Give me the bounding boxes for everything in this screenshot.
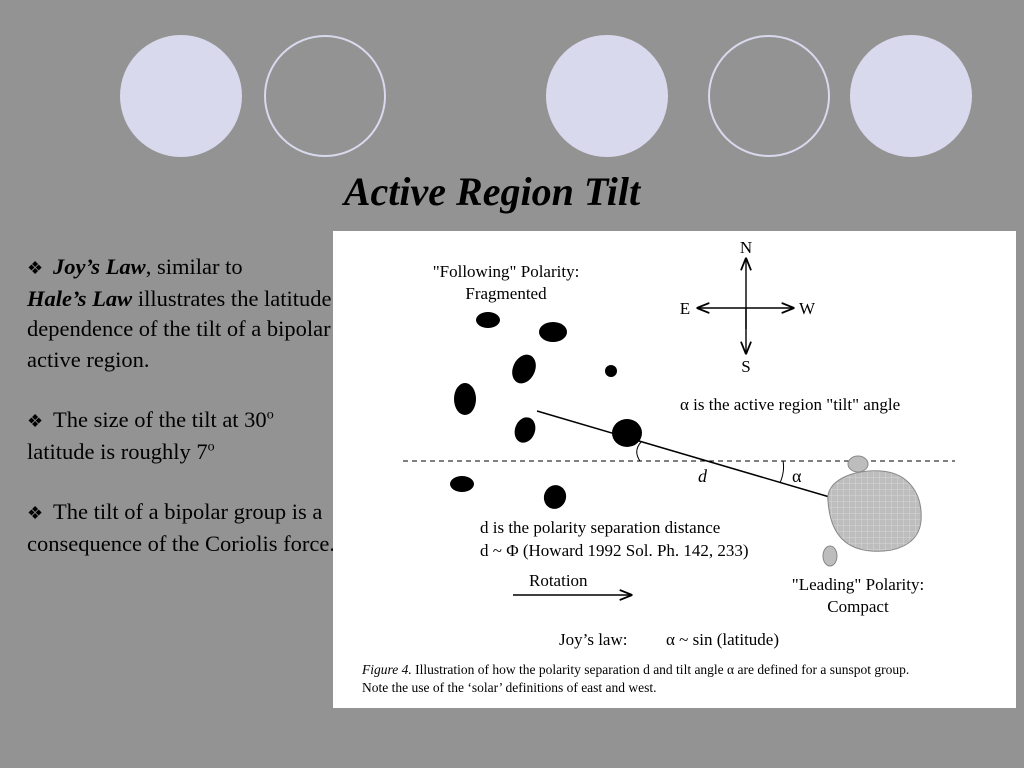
joys-law-formula: α ~ sin (latitude) <box>666 630 779 649</box>
bullet-coriolis: ❖The tilt of a bipolar group is a conseq… <box>27 497 335 559</box>
decor-circle-3 <box>546 35 668 157</box>
rotation-label: Rotation <box>529 571 588 590</box>
bullet-text: illustrates the latitude dependence of t… <box>27 285 332 372</box>
separation-symbol: d <box>698 466 708 486</box>
tilt-axis-line <box>536 410 834 499</box>
bullet-joys-law: ❖ Joy’s Law, similar to Hale’s Law illust… <box>27 252 335 375</box>
sunspot-fragment <box>822 545 838 567</box>
decor-circle-4 <box>708 35 830 157</box>
following-polarity-sublabel: Fragmented <box>465 284 547 303</box>
decor-circle-5 <box>850 35 972 157</box>
tilt-angle-arc-right <box>779 460 785 484</box>
leading-polarity-label: "Leading" Polarity: <box>792 575 924 594</box>
diamond-bullet-icon: ❖ <box>27 411 44 431</box>
following-polarity-label: "Following" Polarity: <box>433 262 580 281</box>
decor-circle-2 <box>264 35 386 157</box>
bullet-text: The size of the tilt at 30 <box>53 407 267 432</box>
joys-law-term: Joy’s Law <box>53 254 146 279</box>
north-label: N <box>740 238 752 257</box>
leading-polarity-sublabel: Compact <box>827 597 889 616</box>
figure-caption-line-2: Note the use of the ‘solar’ definitions … <box>362 680 657 695</box>
tilt-symbol: α <box>792 466 802 486</box>
sunspot <box>543 485 567 509</box>
sunspot <box>450 476 474 492</box>
east-label: E <box>680 299 690 318</box>
decor-circle-1 <box>120 35 242 157</box>
hales-law-term: Hale’s Law <box>27 285 133 311</box>
sunspot <box>539 322 567 342</box>
sunspot-fragment <box>847 455 869 473</box>
tilt-angle-arc-left <box>636 441 642 462</box>
separation-relation: d ~ Φ (Howard 1992 Sol. Ph. 142, 233) <box>480 541 749 560</box>
south-label: S <box>741 357 750 376</box>
compass-rose: N S E W <box>680 238 816 376</box>
figure-caption-line-1: Figure 4. Illustration of how the polari… <box>361 662 909 677</box>
degree-superscript: o <box>266 407 274 423</box>
sunspot <box>605 365 617 377</box>
bullet-text: , similar to <box>145 254 243 279</box>
bullet-list: ❖ Joy’s Law, similar to Hale’s Law illust… <box>27 252 335 589</box>
west-label: W <box>799 299 816 318</box>
sunspot <box>514 417 536 443</box>
tilt-diagram-figure: "Following" Polarity: Fragmented N S E W… <box>333 231 1016 708</box>
diamond-bullet-icon: ❖ <box>27 503 44 523</box>
sunspot <box>612 419 642 447</box>
tilt-angle-definition: α is the active region "tilt" angle <box>680 395 900 414</box>
leading-sunspot <box>827 470 922 552</box>
sunspot <box>476 312 500 328</box>
sunspot <box>454 383 476 415</box>
bullet-text: latitude is roughly 7 <box>27 438 208 464</box>
diamond-bullet-icon: ❖ <box>27 258 44 278</box>
separation-definition: d is the polarity separation distance <box>480 518 720 537</box>
tilt-diagram: "Following" Polarity: Fragmented N S E W… <box>361 238 955 695</box>
degree-superscript: o <box>207 439 215 454</box>
joys-law-label: Joy’s law: <box>559 630 627 649</box>
slide-title: Active Region Tilt <box>343 169 641 214</box>
sunspot <box>512 354 536 384</box>
leading-spots <box>822 455 922 567</box>
bullet-text: The tilt of a bipolar group is a consequ… <box>27 499 336 556</box>
bullet-tilt-size: ❖The size of the tilt at 30o latitude is… <box>27 405 335 467</box>
following-spots <box>450 312 642 509</box>
